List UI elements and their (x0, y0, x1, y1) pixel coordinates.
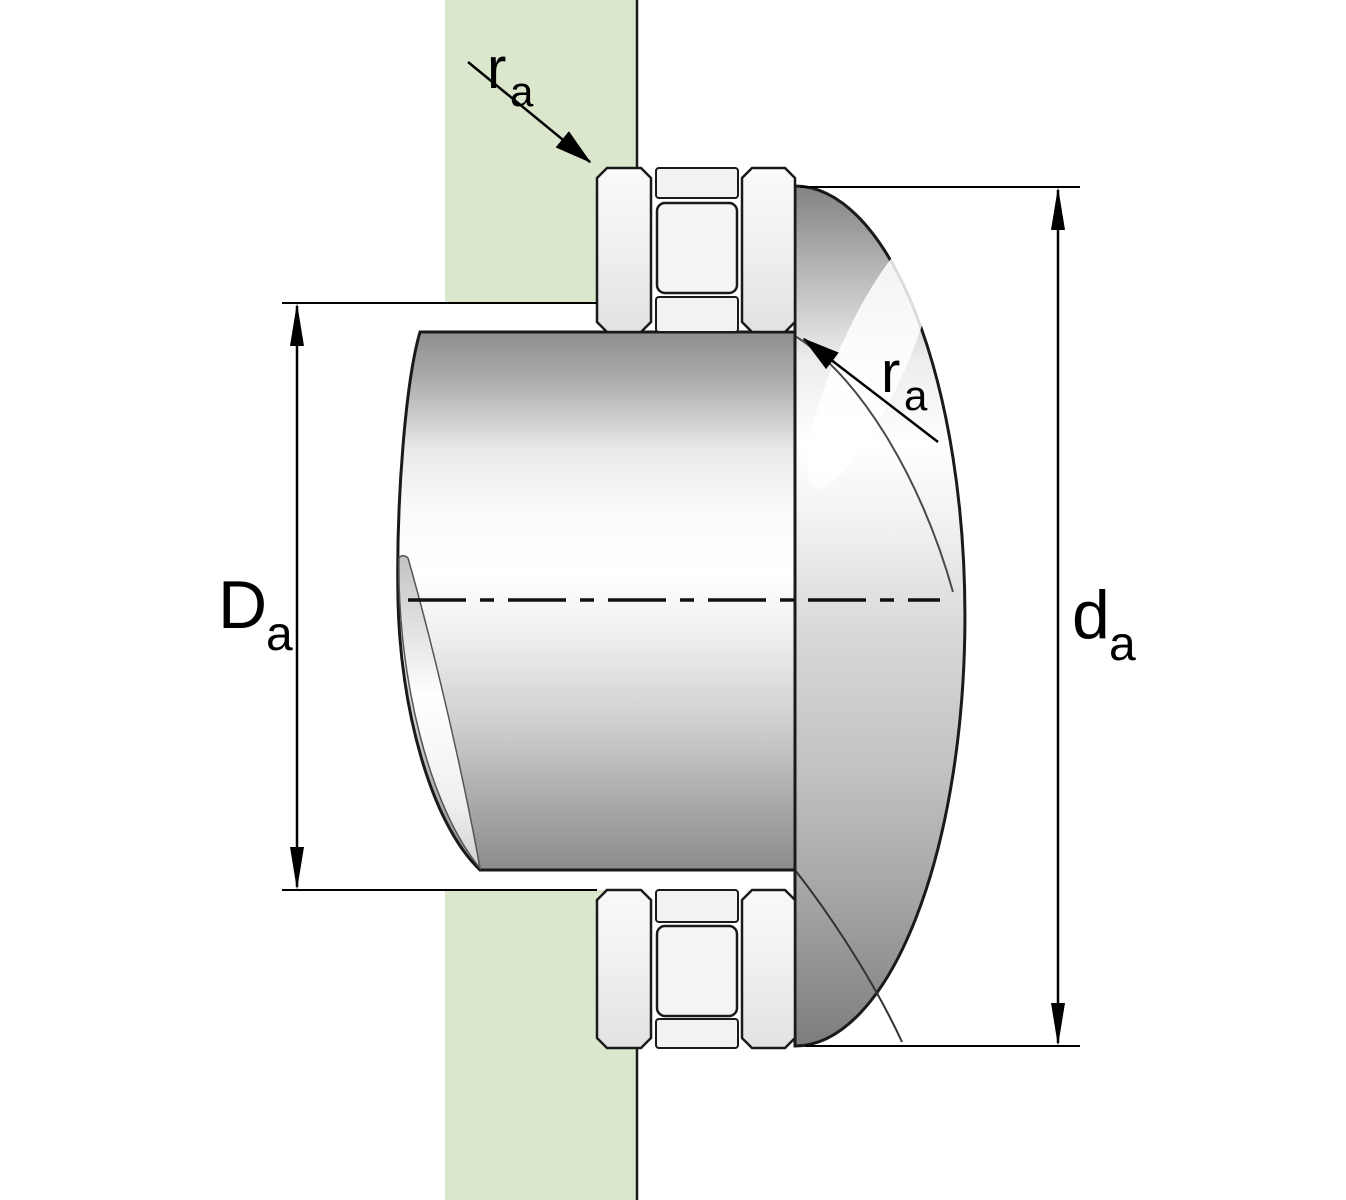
shaft (396, 330, 797, 872)
shaft-body (396, 330, 797, 872)
shaft-end-section (793, 184, 967, 1048)
shaft-end-lower-contour (794, 869, 903, 1043)
arrowhead-Da-up (290, 303, 304, 346)
dimension-da (800, 186, 1080, 1047)
bearing-top (595, 166, 797, 334)
shaft-washer-bottom (740, 888, 797, 1050)
cage-rail-top-outer (655, 167, 739, 199)
arrowhead-Da-down (290, 847, 304, 890)
label-Da-base: D (218, 567, 267, 643)
bearing-bottom (595, 888, 797, 1050)
arrowhead-da-down (1051, 1003, 1065, 1046)
label-da-subscript: a (1109, 618, 1136, 671)
label-ra-top-subscript: a (510, 68, 534, 115)
leader-arrow-ra-top (467, 61, 592, 164)
dimension-Da (282, 302, 597, 891)
label-ra-mid-base: r (881, 340, 900, 405)
leader-arrow-ra-mid (802, 338, 939, 443)
label-da-base: d (1072, 577, 1110, 653)
label-ra-mid-subscript: a (904, 372, 928, 419)
roller-top (655, 201, 739, 295)
housing-washer-top (595, 166, 653, 334)
roller-bottom (655, 924, 739, 1018)
housing-washer-bottom (595, 888, 653, 1050)
cage-rail-top-inner (655, 296, 739, 333)
arrowhead-da-up (1051, 187, 1065, 230)
shaft-washer-top (740, 166, 797, 334)
label-ra-top-base: r (487, 36, 506, 101)
radius-leaders (467, 61, 939, 443)
cage-rail-bottom-outer (655, 889, 739, 923)
shaft-end-face-crescent (398, 555, 482, 871)
labels: D a d a r a r a (218, 36, 1136, 671)
cage-rail-bottom-inner (655, 1018, 739, 1049)
shaft-end-highlight (807, 231, 937, 489)
label-Da-subscript: a (266, 608, 293, 661)
